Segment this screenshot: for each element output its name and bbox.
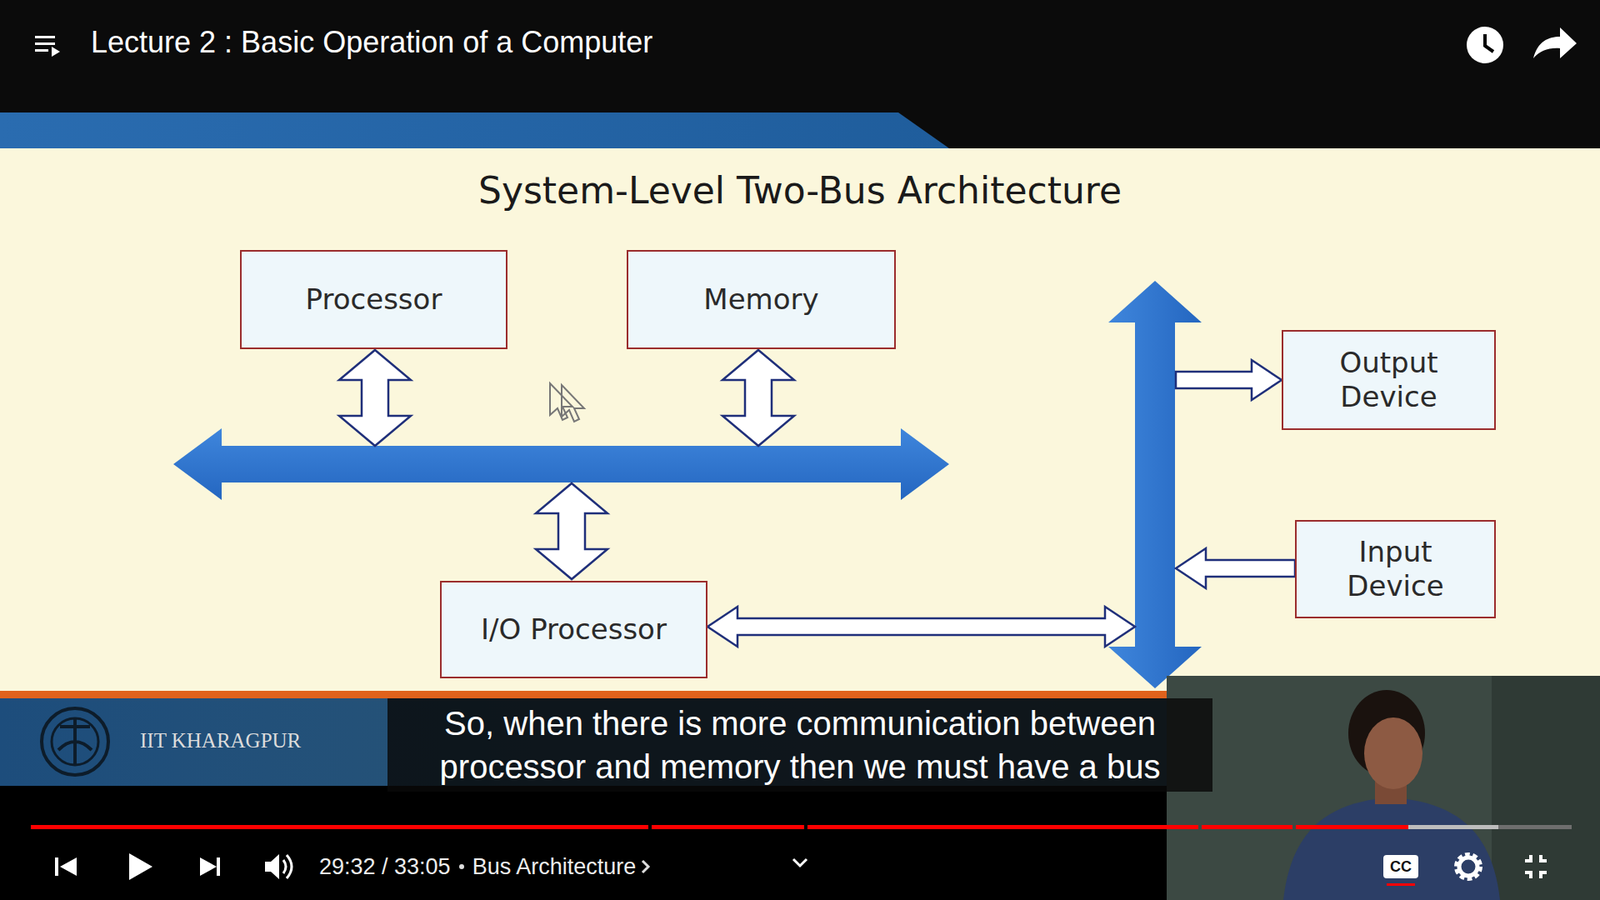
settings-gear	[1459, 857, 1478, 876]
component-box: Memory	[626, 250, 896, 350]
next-icon	[216, 857, 220, 876]
chapter-chevron	[642, 860, 649, 873]
watch-later-icon	[1485, 34, 1494, 52]
hollow-arrow	[722, 350, 795, 446]
webcam-background	[1491, 675, 1600, 900]
player-controls	[55, 853, 1547, 886]
component-box: Output Device	[1281, 330, 1496, 430]
slide-title: System-Level Two-Bus Architecture	[0, 169, 1600, 212]
share-icon	[1533, 27, 1577, 59]
chapter-chevron	[635, 851, 655, 882]
component-box: I/O Processor	[440, 580, 708, 679]
separator-dot	[459, 864, 465, 870]
progress-played	[1201, 825, 1293, 830]
video-title: Lecture 2 : Basic Operation of a Compute…	[90, 25, 653, 60]
watch-later-icon	[1466, 26, 1504, 64]
time-display: 29:32 / 33:05	[319, 854, 451, 880]
progress-buffered	[1408, 825, 1499, 830]
cc-text: CC	[1383, 855, 1419, 879]
volume-icon	[283, 855, 292, 879]
institute-name: IIT KHARAGPUR	[140, 729, 301, 753]
box-label: Input Device	[1313, 535, 1478, 604]
prev-icon	[60, 857, 77, 876]
slide-background	[0, 148, 1600, 695]
iit-logo	[41, 708, 109, 775]
chapter-title: Bus Architecture	[472, 854, 637, 880]
fullscreen-exit	[1525, 855, 1547, 879]
time-row: 29:32 / 33:05 Bus Architecture	[319, 851, 655, 882]
next-icon	[200, 857, 217, 876]
cc-icon	[1383, 855, 1419, 879]
progress-played	[807, 825, 1199, 830]
component-box: Input Device	[1295, 520, 1496, 619]
playlist-icon	[35, 35, 55, 39]
playlist-icon	[35, 49, 49, 52]
hollow-arrow	[339, 350, 411, 446]
hollow-arrow	[535, 483, 608, 580]
separator-dot	[450, 851, 473, 882]
logo-ring	[51, 718, 99, 765]
progress-played	[651, 825, 805, 830]
player-bottom	[0, 785, 1600, 900]
webcam-inset	[1166, 675, 1600, 900]
prev-icon	[55, 857, 59, 876]
subtitle-caption: So, when there is more communication bet…	[387, 698, 1213, 792]
progress-played	[30, 825, 649, 830]
hollow-arrow	[707, 606, 1135, 647]
progress-rest	[1498, 825, 1572, 830]
box-label: Output Device	[1300, 345, 1478, 415]
mouse-cursor	[550, 383, 585, 422]
component-box: Processor	[240, 250, 508, 350]
box-label: Processor	[305, 282, 443, 317]
hollow-arrow	[1175, 548, 1295, 589]
playlist-icon	[51, 46, 60, 57]
progress-bar	[30, 825, 1572, 830]
logo-mark	[58, 718, 92, 765]
cursor-outline	[561, 385, 585, 422]
chapter-dropdown	[793, 859, 807, 866]
volume-icon	[265, 854, 280, 880]
box-label: Memory	[703, 282, 819, 317]
cc-active	[1386, 883, 1415, 886]
settings-gear	[1457, 855, 1480, 878]
slide-header-band	[0, 112, 950, 149]
memory-bus	[173, 428, 950, 500]
top-bar	[0, 0, 1600, 149]
box-label: I/O Processor	[480, 612, 667, 647]
person-shoulders	[1283, 797, 1500, 900]
progress-played	[1295, 825, 1409, 830]
hollow-arrow	[1175, 360, 1282, 400]
person-face	[1364, 717, 1423, 790]
play-icon	[129, 853, 153, 880]
logo-ring	[41, 708, 109, 775]
webcam-background	[1166, 675, 1600, 900]
playlist-icon	[35, 42, 55, 45]
